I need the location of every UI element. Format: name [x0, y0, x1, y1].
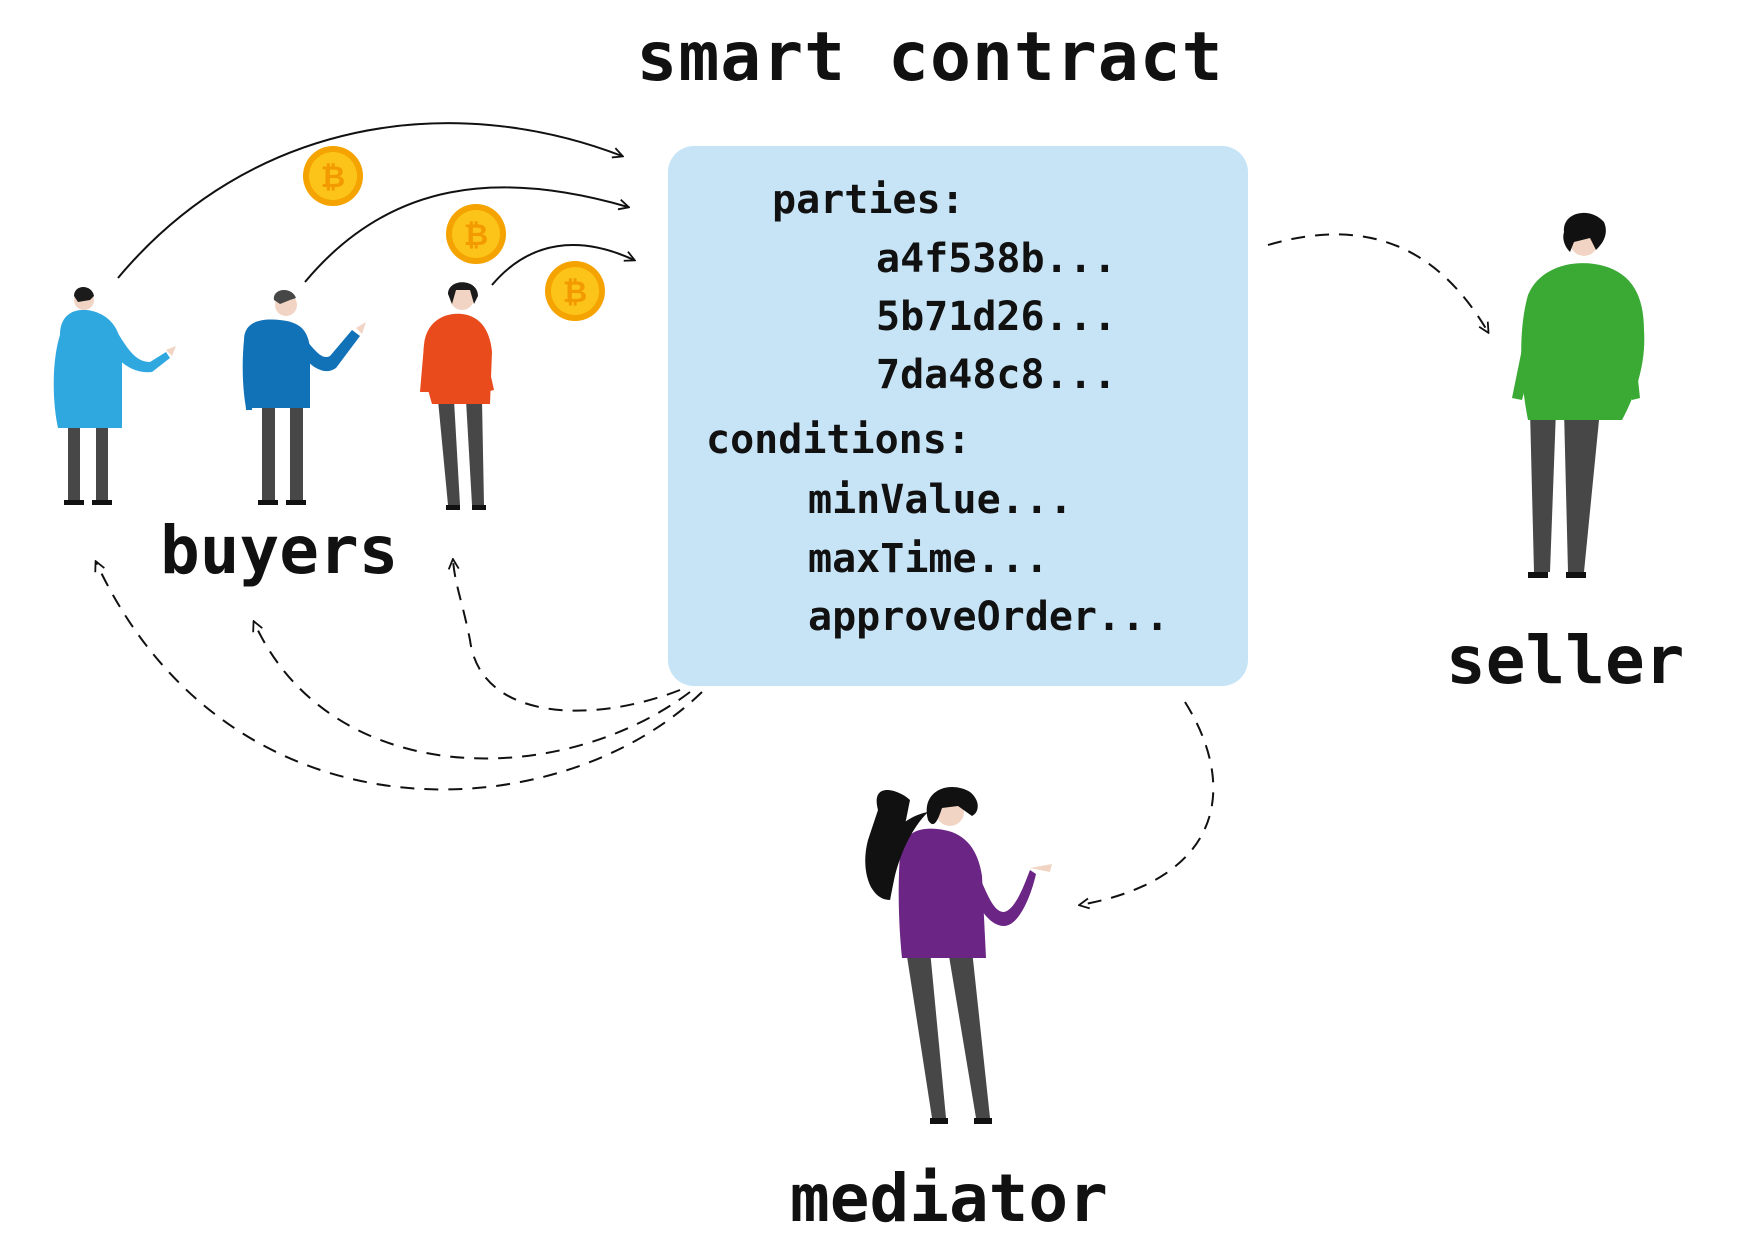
condition-approve-order: approveOrder... [808, 594, 1170, 640]
party-address-3: 7da48c8... [876, 352, 1117, 398]
diagram-title: smart contract [636, 18, 1224, 97]
conditions-label: conditions: [706, 417, 971, 463]
bitcoin-coin-icon: ₿ [446, 204, 506, 264]
mediator-label: mediator [790, 1160, 1108, 1237]
payment-arrow-buyer-1 [117, 122, 622, 279]
parties-label: parties: [772, 177, 965, 223]
party-address-2: 5b71d26... [876, 294, 1117, 340]
refund-arrow-buyer-3 [453, 560, 681, 712]
party-address-1: a4f538b... [876, 236, 1117, 282]
refund-arrow-buyer-2 [254, 622, 691, 760]
bitcoin-coin-icon: ₿ [303, 146, 363, 206]
svg-text:₿: ₿ [321, 160, 345, 195]
svg-text:₿: ₿ [563, 275, 587, 310]
seller-person-icon [1512, 212, 1645, 578]
release-arrow-seller [1267, 233, 1488, 332]
svg-text:₿: ₿ [464, 218, 488, 253]
dispute-arrow-mediator [1080, 701, 1215, 905]
condition-max-time: maxTime... [808, 536, 1049, 582]
payment-arrow-buyer-2 [304, 186, 628, 283]
bitcoin-coin-icon: ₿ [545, 261, 605, 321]
smart-contract-box [668, 146, 1248, 686]
condition-min-value: minValue... [808, 477, 1073, 523]
buyers-label: buyers [160, 512, 399, 589]
buyer-1-person-icon [53, 287, 176, 505]
payment-arrow-buyer-3 [491, 244, 634, 286]
mediator-person-icon [865, 787, 1052, 1124]
buyer-3-person-icon [420, 282, 494, 510]
seller-label: seller [1446, 622, 1685, 699]
buyer-2-person-icon [242, 289, 366, 505]
